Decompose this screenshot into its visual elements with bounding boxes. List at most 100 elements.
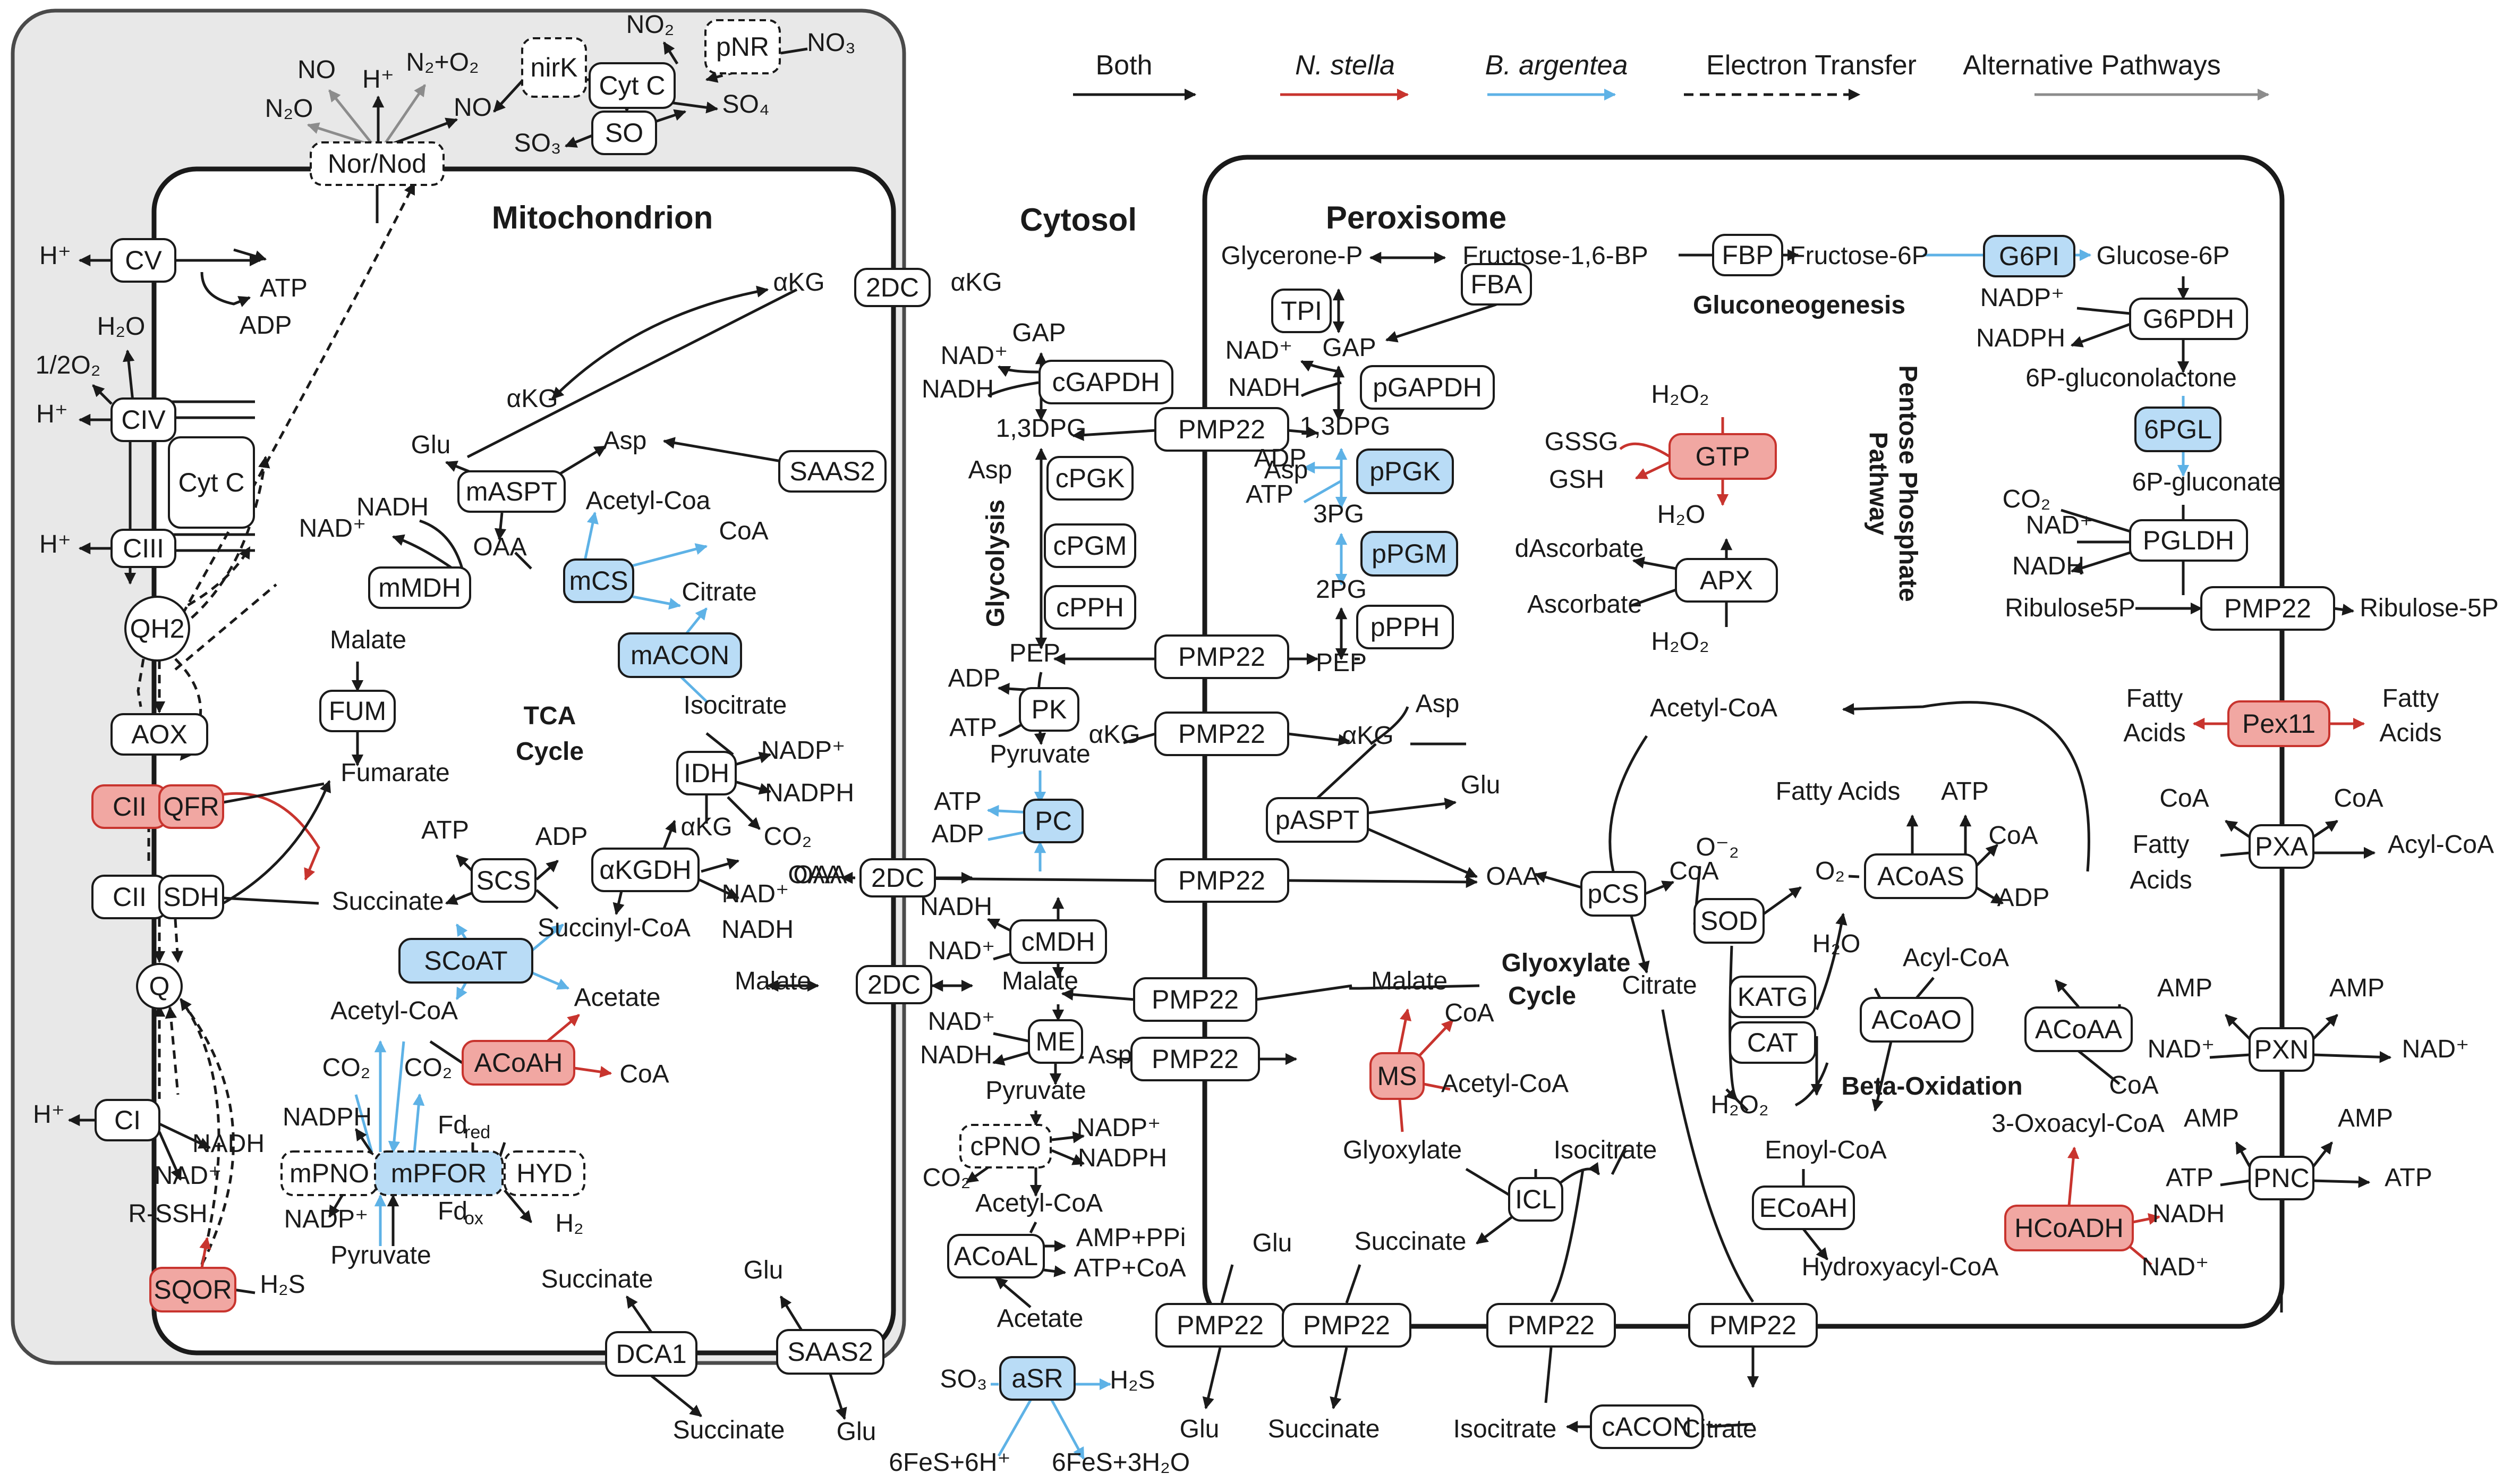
enzyme-node-shape	[1154, 407, 1289, 452]
enzyme-node-shape	[374, 1150, 504, 1196]
metabolite-label: Pentose Phosphate	[1894, 365, 1922, 602]
enzyme-node-label: PMP22	[1152, 985, 1239, 1014]
pathway-arrow	[233, 248, 267, 262]
enzyme-node-label: CII	[113, 792, 147, 822]
metabolite-label: Ribulose-5P	[2360, 594, 2498, 622]
enzyme-node-cpph: cPPH	[1044, 585, 1136, 630]
metabolite-label: H₂	[555, 1209, 583, 1238]
enzyme-node-label: pPGM	[1372, 539, 1447, 569]
pathway-arrow	[733, 780, 772, 795]
enzyme-node-shape	[1154, 634, 1289, 679]
metabolite-label: CoA	[2109, 1071, 2158, 1099]
enzyme-node-me: ME	[1028, 1019, 1083, 1064]
enzyme-node-label: PMP22	[1178, 866, 1265, 895]
enzyme-node-shape	[999, 1356, 1076, 1401]
metabolite-label: SO₃	[940, 1365, 987, 1393]
enzyme-node-shape	[1693, 898, 1765, 944]
metabolite-label: Citrate	[1682, 1415, 1757, 1443]
enzyme-node-hcoadh: HCoADH	[2004, 1205, 2134, 1251]
enzyme-node-shape	[1752, 1185, 1855, 1230]
metabolite-label: 6FeS+3H₂O	[1052, 1449, 1190, 1477]
pathway-arrow	[2070, 323, 2131, 348]
metabolite-label: H₂O	[1812, 930, 1861, 958]
pathway-arrow	[2313, 1176, 2371, 1188]
metabolite-label: H₂S	[1110, 1366, 1155, 1394]
metabolite-label: Acetyl-CoA	[330, 997, 458, 1025]
metabolite-label: Citrate	[682, 578, 756, 606]
metabolite-label: Glu	[411, 431, 451, 459]
metabolite-label: PEP	[1009, 639, 1060, 667]
metabolite-label: OAA	[788, 861, 841, 889]
enzyme-node-shape	[854, 268, 931, 307]
enzyme-node-cacon: cACON	[1590, 1404, 1704, 1449]
enzyme-node-shape	[1130, 1037, 1260, 1081]
enzyme-node-shape	[1266, 797, 1369, 843]
metabolite-label: dAscorbate	[1515, 535, 1644, 563]
pathway-arrow	[307, 122, 367, 145]
pathway-arrow	[1842, 701, 2090, 872]
pathway-arrow	[1550, 1168, 1585, 1303]
enzyme-node-shape	[1508, 1177, 1563, 1222]
pathway-arrow	[662, 819, 677, 849]
metabolite-label: AMP+PPi	[1076, 1224, 1186, 1252]
enzyme-node-pgldh: PGLDH	[2129, 519, 2248, 562]
legend-b-argentea-label: B. argentea	[1485, 50, 1628, 81]
enzyme-node-label: G6PDH	[2143, 304, 2234, 334]
metabolite-label: OAA	[1486, 862, 1539, 891]
pathway-arrow	[997, 1399, 1032, 1457]
metabolite-label: OAA	[473, 533, 526, 561]
metabolite-label: CoA	[1669, 857, 1718, 885]
pathway-arrow	[1220, 1264, 1234, 1303]
metabolite-label: NO₃	[807, 29, 856, 57]
metabolite-label: Hydroxyacyl-CoA	[1802, 1253, 1999, 1281]
mitochondrion-title: Mitochondrion	[492, 200, 713, 235]
metabolite-label: AMP	[2338, 1104, 2393, 1132]
metabolite-label: AMP	[2329, 974, 2385, 1002]
pathway-arrow	[1611, 1147, 1627, 1175]
enzyme-node-label: pGAPDH	[1373, 372, 1482, 402]
legend-alternative-pathways-label: Alternative Pathways	[1963, 50, 2221, 81]
pathway-arrow	[498, 1142, 506, 1159]
metabolite-label: Glu	[744, 1256, 784, 1284]
enzyme-node-nornod: Nor/Nod	[310, 141, 445, 186]
enzyme-node-mpno: mPNO	[280, 1150, 378, 1196]
enzyme-node-shape	[1729, 976, 1816, 1018]
metabolite-label: Pyruvate	[985, 1077, 1086, 1105]
pathway-arrow	[1661, 1009, 1755, 1303]
pathway-arrow	[200, 272, 251, 307]
pathway-arrow	[1330, 1347, 1348, 1410]
pathway-arrow	[829, 1374, 847, 1420]
pathway-arrow	[92, 384, 113, 405]
pathway-arrow	[727, 796, 761, 830]
enzyme-node-cytc2: Cyt C	[168, 436, 255, 529]
enzyme-node-shape	[859, 858, 936, 897]
metabolite-label: H₂O	[1657, 501, 1706, 529]
metabolite-label: NADH	[2012, 552, 2084, 580]
enzyme-node-fbp: FBP	[1712, 234, 1783, 276]
enzyme-node-shape	[1486, 1303, 1616, 1348]
enzyme-node-shape	[2200, 586, 2335, 631]
enzyme-node-label: CV	[125, 245, 162, 275]
enzyme-node-label: CII	[113, 882, 147, 912]
metabolite-label: NAD⁺	[2142, 1253, 2209, 1281]
enzyme-node-ciii: CIII	[110, 529, 176, 568]
pathway-arrow	[445, 891, 473, 905]
pathway-arrow	[174, 583, 277, 671]
metabolite-label: NO	[454, 94, 492, 122]
pathway-arrow	[697, 878, 740, 900]
enzyme-node-label: GTP	[1696, 442, 1750, 471]
metabolite-label: NADP⁺	[761, 736, 846, 765]
enzyme-node-label: PMP22	[1178, 642, 1265, 672]
enzyme-node-shape	[462, 1040, 575, 1086]
metabolite-label: Fd	[438, 1197, 467, 1225]
enzyme-node-shape	[136, 963, 183, 1010]
enzyme-node-pmp6: PMP22	[1130, 1037, 1260, 1081]
pathway-arrow	[354, 1094, 373, 1153]
pathway-arrow	[531, 971, 570, 990]
pathway-arrow	[1043, 1265, 1067, 1277]
enzyme-node-label: pNR	[716, 32, 769, 62]
enzyme-node-cpgk: cPGK	[1046, 456, 1134, 501]
metabolite-label: NAD⁺	[155, 1162, 222, 1190]
enzyme-node-shape	[2227, 700, 2330, 747]
metabolite-label: Glu	[837, 1418, 876, 1446]
